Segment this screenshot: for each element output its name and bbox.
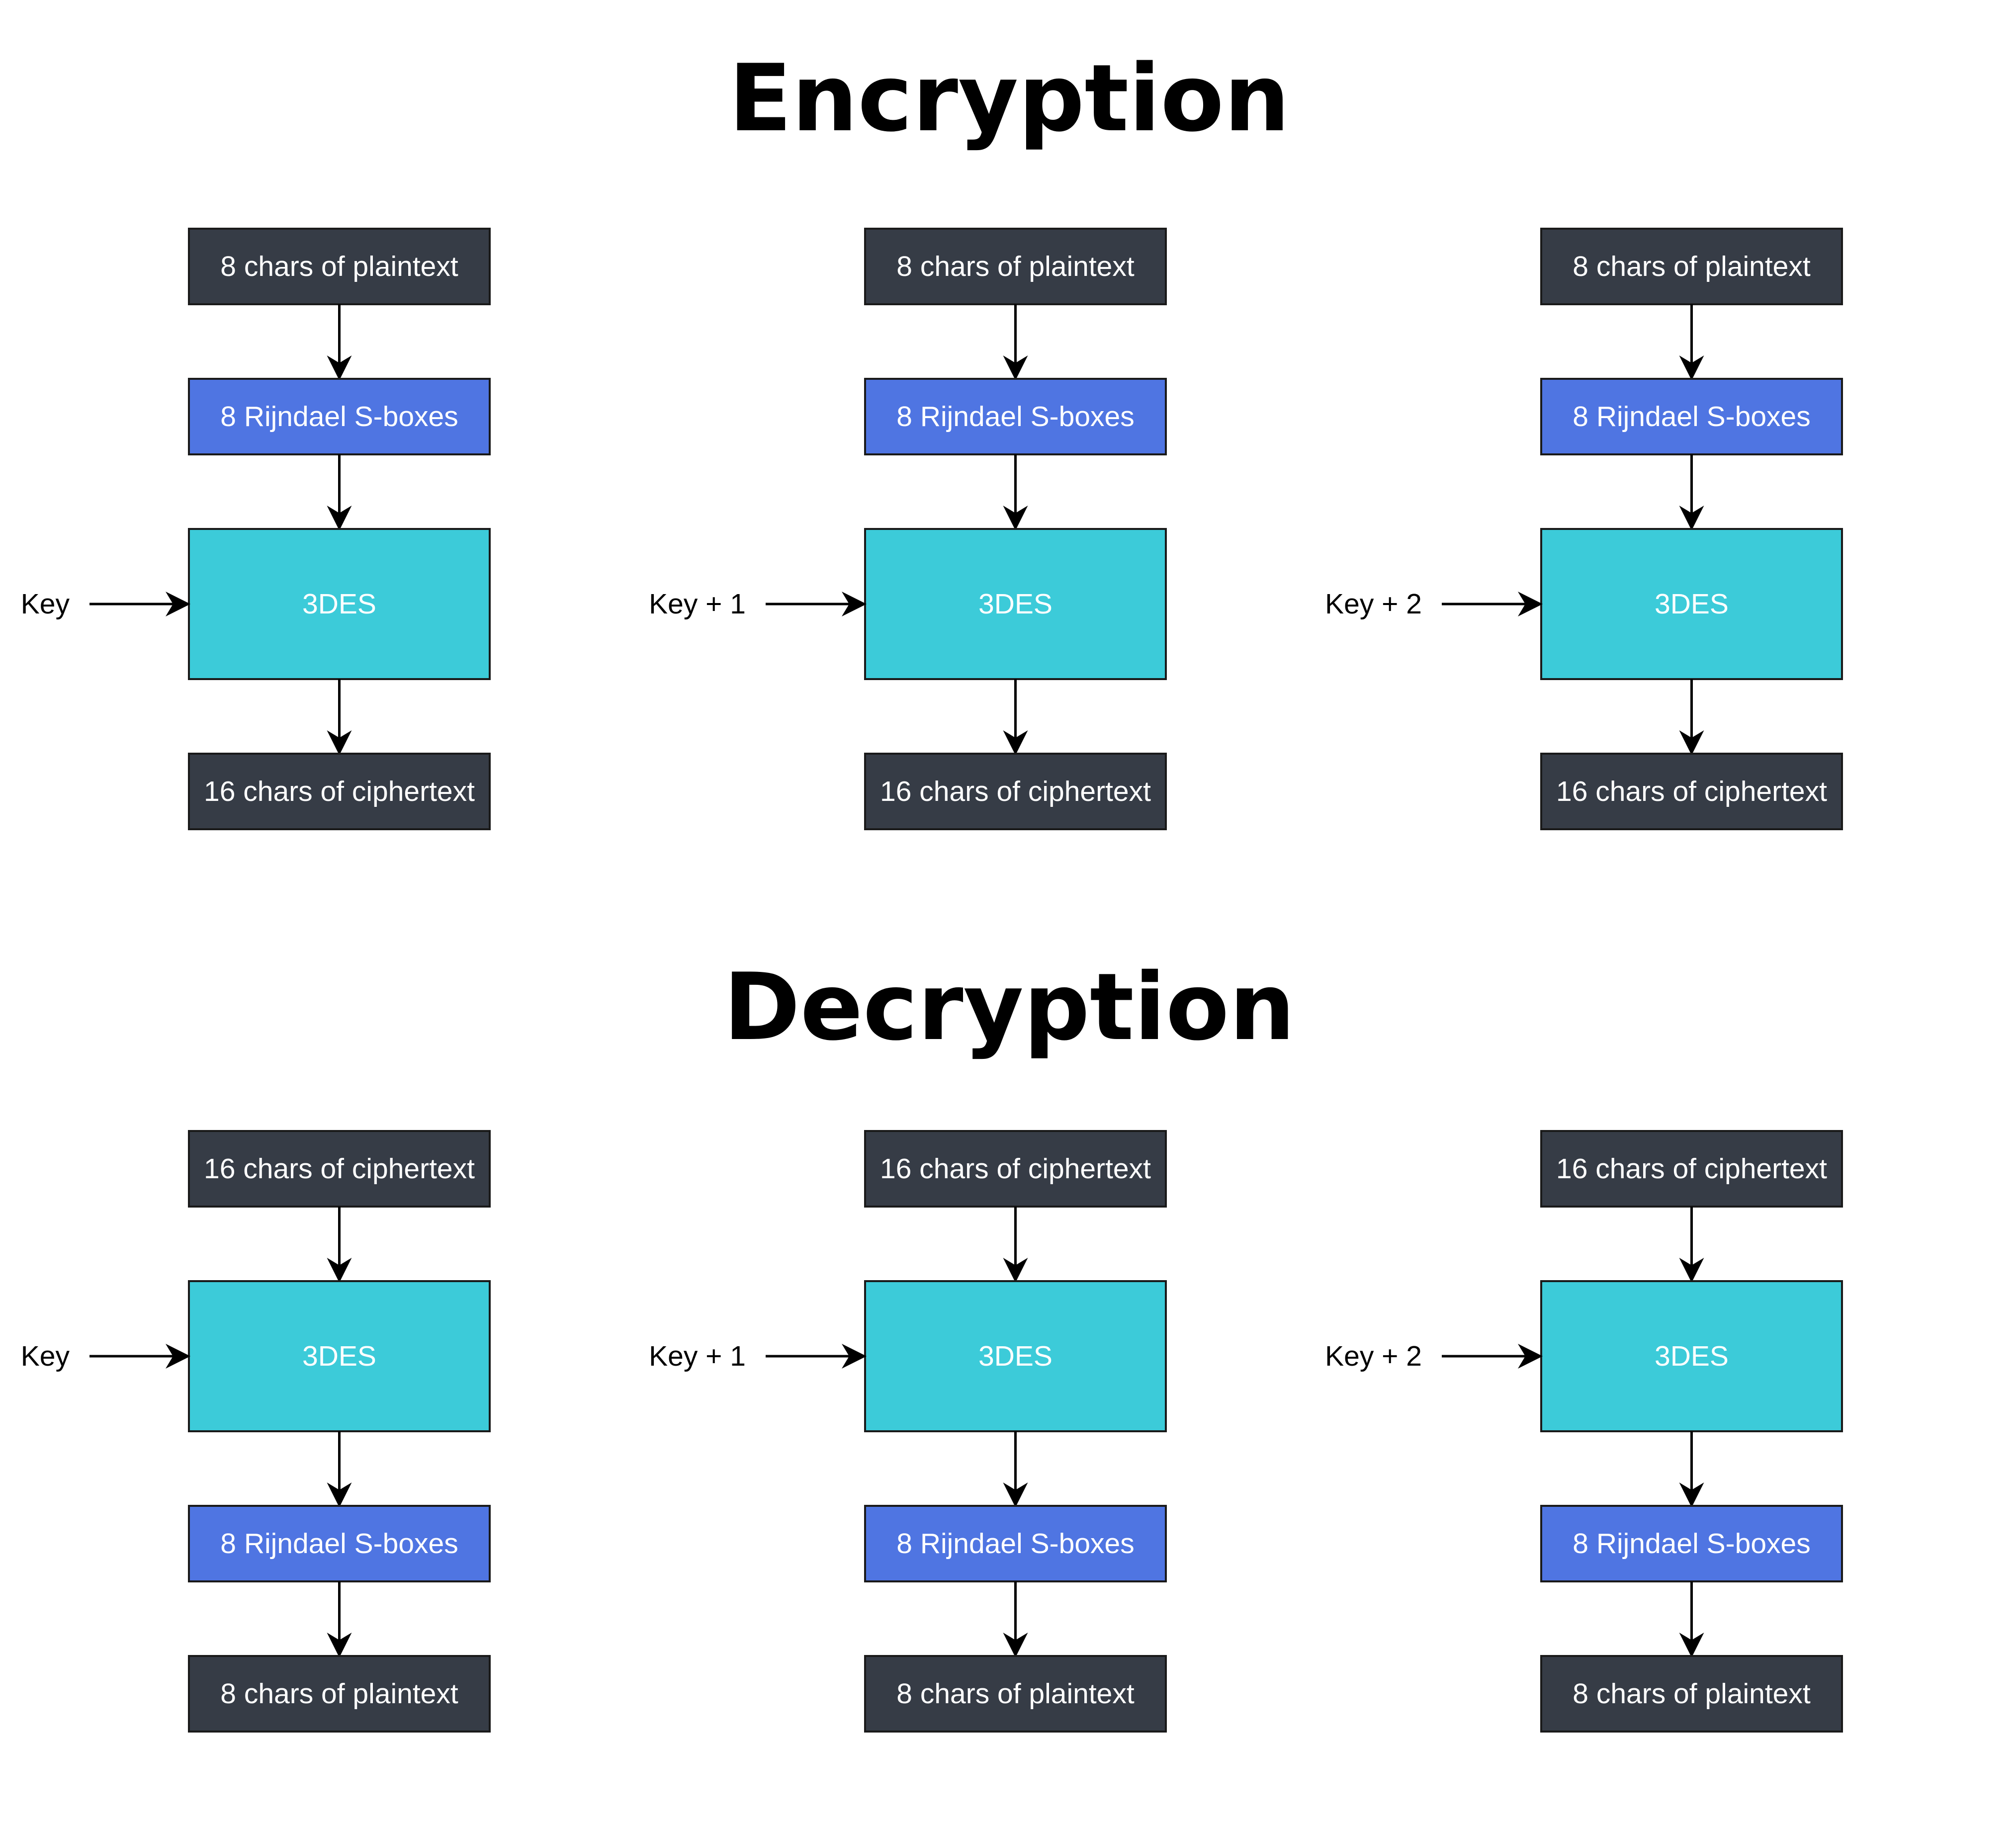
key-label: Key + 1 <box>649 1340 746 1372</box>
8-rijndael-s-boxes-box <box>864 378 1167 455</box>
16-chars-of-ciphertext-label: 16 chars of ciphertext <box>880 1153 1151 1185</box>
16-chars-of-ciphertext-label: 16 chars of ciphertext <box>204 776 475 807</box>
3des-box <box>1540 528 1843 680</box>
16-chars-of-ciphertext-label: 16 chars of ciphertext <box>880 776 1151 807</box>
3des-label: 3DES <box>1655 1340 1729 1372</box>
8-chars-of-plaintext-label: 8 chars of plaintext <box>896 251 1135 282</box>
8-rijndael-s-boxes-label: 8 Rijndael S-boxes <box>1573 1528 1810 1560</box>
3des-label: 3DES <box>302 1340 376 1372</box>
3des-label: 3DES <box>978 588 1052 620</box>
8-rijndael-s-boxes-box <box>1540 378 1843 455</box>
16-chars-of-ciphertext-box <box>1540 753 1843 830</box>
8-rijndael-s-boxes-label: 8 Rijndael S-boxes <box>896 1528 1134 1560</box>
3des-label: 3DES <box>978 1340 1052 1372</box>
8-rijndael-s-boxes-box <box>864 1505 1167 1582</box>
3des-box <box>864 1280 1167 1432</box>
decryption-title: Decryption <box>723 953 1295 1061</box>
encryption-column-1: 8 chars of plaintext 8 Rijndael S-boxes 3D… <box>21 228 491 830</box>
8-rijndael-s-boxes-box <box>188 1505 491 1582</box>
encryption-title: Encryption <box>729 44 1290 152</box>
3des-label: 3DES <box>1655 588 1729 620</box>
encryption-section: Encryption 8 chars of plaintext 8 Rijndael… <box>21 44 1843 830</box>
encryption-column-2: 8 chars of plaintext 8 Rijndael S-boxes 3D… <box>649 228 1167 830</box>
16-chars-of-ciphertext-box <box>864 753 1167 830</box>
8-rijndael-s-boxes-label: 8 Rijndael S-boxes <box>1573 401 1810 433</box>
8-chars-of-plaintext-label: 8 chars of plaintext <box>220 1678 458 1710</box>
key-label: Key + 2 <box>1325 1340 1422 1372</box>
8-chars-of-plaintext-box <box>188 1655 491 1733</box>
8-rijndael-s-boxes-label: 8 Rijndael S-boxes <box>220 1528 458 1560</box>
3des-box <box>864 528 1167 680</box>
16-chars-of-ciphertext-box <box>188 1130 491 1208</box>
3des-box <box>188 528 491 680</box>
8-chars-of-plaintext-label: 8 chars of plaintext <box>896 1678 1135 1710</box>
decryption-column-3: 16 chars of ciphertext 3DES Key + 2 8 Rijnd… <box>1325 1130 1843 1733</box>
3des-label: 3DES <box>302 588 376 620</box>
8-chars-of-plaintext-box <box>1540 228 1843 305</box>
8-chars-of-plaintext-box <box>1540 1655 1843 1733</box>
8-chars-of-plaintext-label: 8 chars of plaintext <box>1573 251 1811 282</box>
decryption-section: Decryption 16 chars of ciphertext 3DES Key 8… <box>21 953 1843 1733</box>
key-label: Key <box>21 588 70 620</box>
key-label: Key + 2 <box>1325 588 1422 620</box>
16-chars-of-ciphertext-label: 16 chars of ciphertext <box>1556 1153 1827 1185</box>
3des-box <box>1540 1280 1843 1432</box>
8-chars-of-plaintext-box <box>864 228 1167 305</box>
16-chars-of-ciphertext-box <box>188 753 491 830</box>
3des-box <box>188 1280 491 1432</box>
8-rijndael-s-boxes-box <box>188 378 491 455</box>
8-rijndael-s-boxes-label: 8 Rijndael S-boxes <box>896 401 1134 433</box>
decryption-column-2: 16 chars of ciphertext 3DES Key + 1 8 Rijnd… <box>649 1130 1167 1733</box>
8-chars-of-plaintext-label: 8 chars of plaintext <box>1573 1678 1811 1710</box>
8-rijndael-s-boxes-label: 8 Rijndael S-boxes <box>220 401 458 433</box>
key-label: Key + 1 <box>649 588 746 620</box>
decryption-column-1: 16 chars of ciphertext 3DES Key 8 Rijndael … <box>21 1130 491 1733</box>
16-chars-of-ciphertext-box <box>1540 1130 1843 1208</box>
8-chars-of-plaintext-box <box>864 1655 1167 1733</box>
16-chars-of-ciphertext-label: 16 chars of ciphertext <box>204 1153 475 1185</box>
key-label: Key <box>21 1340 70 1372</box>
8-chars-of-plaintext-label: 8 chars of plaintext <box>220 251 458 282</box>
encryption-column-3: 8 chars of plaintext 8 Rijndael S-boxes 3D… <box>1325 228 1843 830</box>
16-chars-of-ciphertext-label: 16 chars of ciphertext <box>1556 776 1827 807</box>
